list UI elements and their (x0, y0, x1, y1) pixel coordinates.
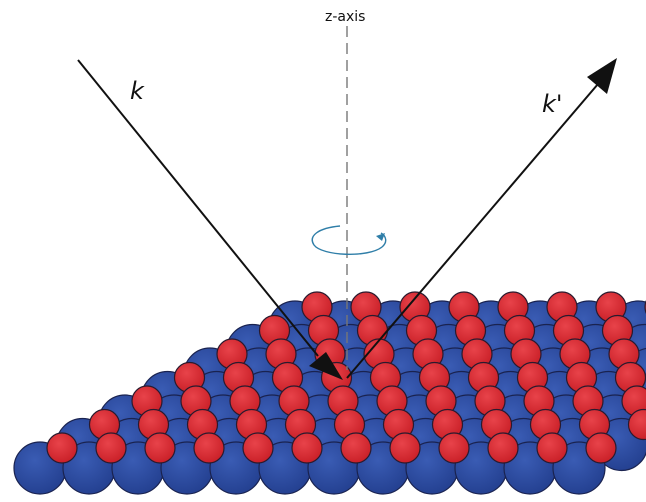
top-layer-atom (340, 432, 372, 464)
z-axis-label: z-axis (325, 9, 365, 25)
incident-beam-arrow (77, 59, 343, 380)
top-layer-atom (242, 432, 274, 464)
top-layer-atom (193, 432, 225, 464)
top-layer-atom (585, 432, 617, 464)
rotation-arrow-icon (311, 225, 387, 256)
top-layer-atom (438, 432, 470, 464)
top-layer-atom (95, 432, 127, 464)
top-layer-atom (291, 432, 323, 464)
scattered-beam-arrow (346, 58, 617, 379)
scattered-wavevector-label: k' (542, 90, 563, 118)
incident-wavevector-label: k (130, 77, 145, 105)
top-layer-atom (536, 432, 568, 464)
top-layer-atom (389, 432, 421, 464)
top-layer-atom (46, 432, 78, 464)
top-atom-layer (46, 291, 646, 464)
top-layer-atom (144, 432, 176, 464)
top-layer-atom (487, 432, 519, 464)
incident-arrowhead-icon (309, 352, 343, 380)
top-layer-atom (627, 408, 646, 441)
scattered-arrowhead-icon (587, 58, 617, 94)
